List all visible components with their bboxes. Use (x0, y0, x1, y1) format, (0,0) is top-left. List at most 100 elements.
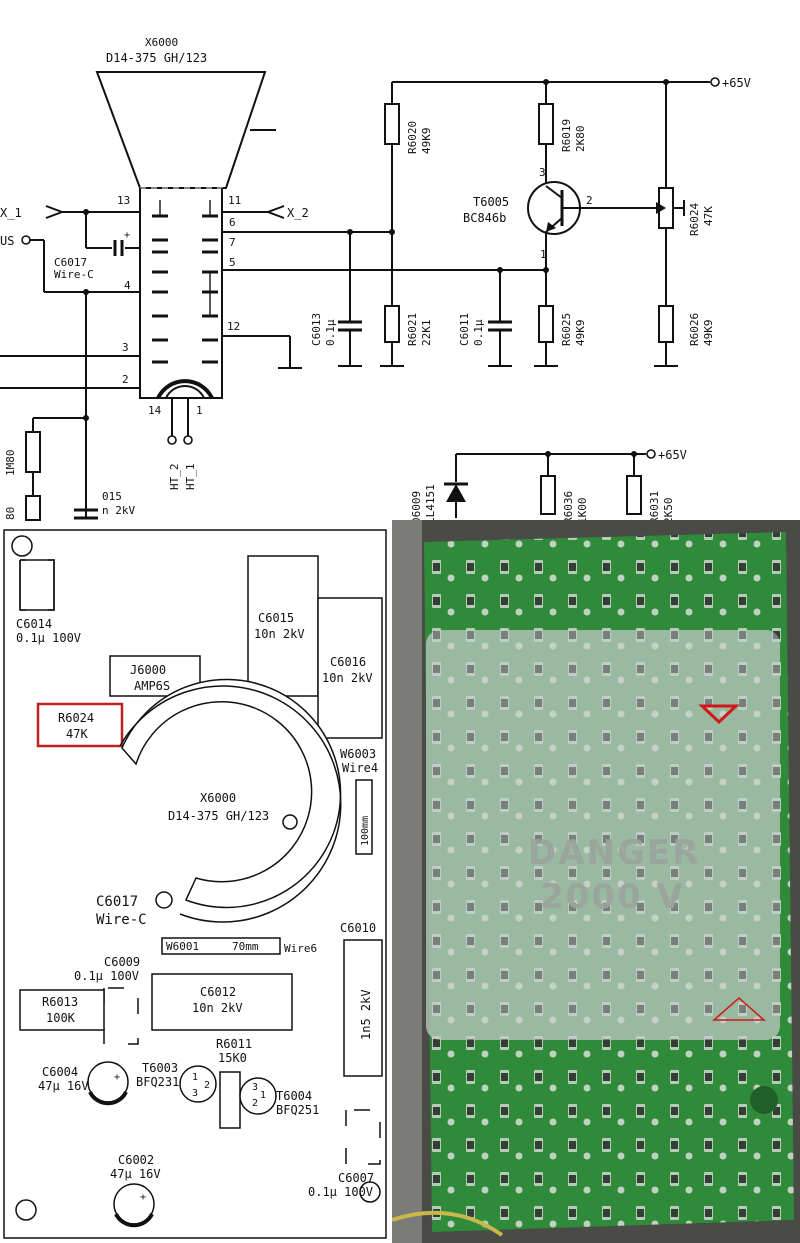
lay-c6009-val: 0.1µ 100V (74, 969, 139, 983)
lay-t6004-ref: T6004 (276, 1089, 312, 1103)
c6013-ref: C6013 (310, 313, 323, 346)
lowleft-r-val: 1M80 (4, 450, 17, 477)
lay-r6024-ref: R6024 (58, 711, 94, 725)
lowleft-c-val: n 2kV (102, 504, 135, 517)
r6024-val: 47K (702, 206, 715, 226)
c6017-val: Wire-C (54, 268, 94, 281)
t6005-pin3: 3 (539, 166, 546, 179)
svg-text:2: 2 (252, 1098, 258, 1109)
svg-text:3: 3 (252, 1082, 258, 1093)
pin-4: 4 (124, 279, 131, 292)
lay-j6000-ref: J6000 (130, 663, 166, 677)
lay-c6010-val: 1n5 2kV (359, 989, 373, 1040)
lay-w6003-len: 100mm (360, 816, 371, 846)
r6025-val: 49K9 (574, 320, 587, 347)
lay-t6003-ref: T6003 (142, 1061, 178, 1075)
r6019-ref: R6019 (560, 119, 573, 152)
r6025-ref: R6025 (560, 313, 573, 346)
r6019-val: 2K80 (574, 126, 587, 153)
lay-w6003-val: Wire4 (342, 761, 378, 775)
lay-x6000-val: D14-375 GH/123 (168, 809, 269, 823)
svg-text:+: + (124, 230, 130, 241)
r6021-val: 22K1 (420, 320, 433, 347)
r6031-val: 2K50 (662, 498, 675, 525)
lay-c6016-val: 10n 2kV (322, 671, 373, 685)
lay-j6000-val: AMP6S (134, 679, 170, 693)
r6020-ref: R6020 (406, 121, 419, 154)
lay-c6002-val: 47µ 16V (110, 1167, 161, 1181)
pin-7: 7 (229, 236, 236, 249)
lay-c6015-val: 10n 2kV (254, 627, 305, 641)
lay-w6001-val: Wire6 (284, 942, 317, 955)
t6005-pin1: 1 (540, 248, 547, 261)
r6031-ref: R6031 (648, 491, 661, 524)
lay-c6014-ref: C6014 (16, 617, 52, 631)
pin-12: 12 (227, 320, 240, 333)
c6013-val: 0.1µ (324, 319, 337, 346)
r6021-ref: R6021 (406, 313, 419, 346)
pin-14: 14 (148, 404, 162, 417)
supply-65v: +65V (722, 76, 751, 90)
r6036-val: 1K00 (576, 498, 589, 525)
supply-65v-2: +65V (658, 448, 687, 462)
pin-5: 5 (229, 256, 236, 269)
r6036-ref: R6036 (562, 491, 575, 524)
pin-1: 1 (196, 404, 203, 417)
t6005-ref: T6005 (473, 195, 509, 209)
photo-warning-line1: DANGER (528, 833, 700, 873)
lowleft-r-ref: 80 (4, 507, 17, 520)
lay-c6012-val: 10n 2kV (192, 1001, 243, 1015)
lay-c6014-val: 0.1µ 100V (16, 631, 81, 645)
net-ht2: HT_2 (168, 464, 181, 491)
lowleft-c-ref: 015 (102, 490, 122, 503)
lay-r6011-ref: R6011 (216, 1037, 252, 1051)
lay-w6001-len: 70mm (232, 940, 259, 953)
d6009-ref: D6009 (410, 491, 423, 524)
photo-warning-line2: 2000 V (540, 877, 685, 917)
crt-part: D14-375 GH/123 (106, 51, 207, 65)
lay-x6000-ring (121, 678, 342, 909)
r6026-ref: R6026 (688, 313, 701, 346)
lay-c6010-ref: C6010 (340, 921, 376, 935)
lay-x6000-ref: X6000 (200, 791, 236, 805)
t6005-val: BC846b (463, 211, 506, 225)
photo-red-triangle-marker (698, 704, 740, 725)
svg-text:3: 3 (192, 1088, 198, 1099)
schematic: X6000 D14-375 GH/123 13 11 6 7 5 4 12 3 … (0, 36, 751, 525)
svg-text:2: 2 (204, 1080, 210, 1091)
pin-11: 11 (228, 194, 241, 207)
lay-c6017-val: Wire-C (96, 912, 147, 928)
lay-c6009-ref: C6009 (104, 955, 140, 969)
lay-c6007-ref: C6007 (338, 1171, 374, 1185)
lay-r6024-val: 47K (66, 727, 88, 741)
lay-r6011-val: 15K0 (218, 1051, 247, 1065)
lay-c6012-ref: C6012 (200, 985, 236, 999)
lay-c6004-val: 47µ 16V (38, 1079, 89, 1093)
net-ht1: HT_1 (184, 464, 197, 491)
lay-t6003-val: BFQ231 (136, 1075, 179, 1089)
lay-c6015-ref: C6015 (258, 611, 294, 625)
pcb-layout-drawing: C6014 0.1µ 100V C6015 10n 2kV C6016 10n … (3, 529, 387, 1239)
photo-warning-triangle-icon (712, 997, 766, 1021)
lay-c6007-val: 0.1µ 100V (308, 1185, 373, 1199)
crt-ref: X6000 (145, 36, 178, 49)
net-us: US (0, 234, 14, 248)
lay-w6001-ref: W6001 (166, 940, 199, 953)
crt-funnel (95, 71, 267, 189)
lay-t6004-val: BFQ251 (276, 1103, 319, 1117)
pcb-photo: DANGER 2000 V (392, 520, 800, 1243)
r6020-val: 49K9 (420, 128, 433, 155)
pin-3: 3 (122, 341, 129, 354)
r6026-val: 49K9 (702, 320, 715, 347)
lay-c6017-ref: C6017 (96, 894, 138, 910)
c6011-ref: C6011 (458, 313, 471, 346)
t6005-pin2: 2 (586, 194, 593, 207)
d6009-val: LL4151 (424, 484, 437, 524)
net-x1: X_1 (0, 206, 22, 220)
svg-text:1: 1 (260, 1090, 266, 1101)
net-x2: X_2 (287, 206, 309, 220)
lay-c6004-ref: C6004 (42, 1065, 78, 1079)
r6024-ref: R6024 (688, 203, 701, 236)
pin-6: 6 (229, 216, 236, 229)
svg-text:+: + (140, 1192, 146, 1203)
